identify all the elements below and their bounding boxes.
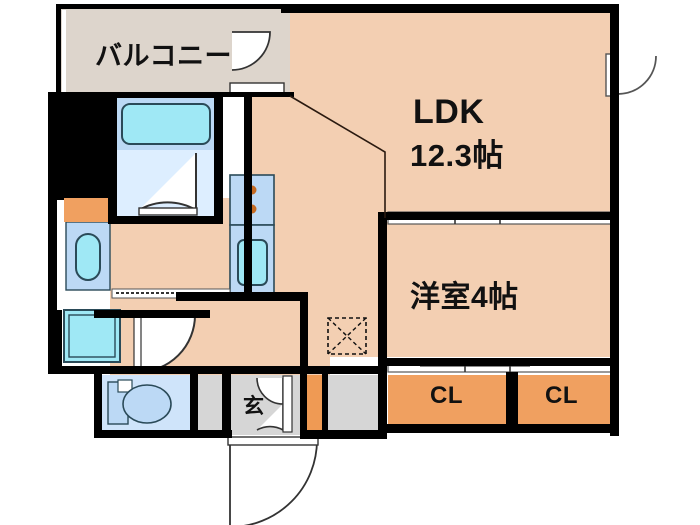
bedroom-floor — [385, 222, 615, 357]
balcony-door-swing[interactable] — [231, 31, 271, 71]
closet-left-label: CL — [430, 382, 463, 409]
balcony-label: バルコニー — [95, 41, 232, 71]
bathroom-door-panel[interactable] — [138, 207, 198, 216]
overhead-storage-icon — [327, 317, 367, 355]
toilet-bowl — [122, 384, 172, 424]
genkan-hall — [325, 375, 380, 433]
walls — [48, 4, 619, 439]
closet-right-label: CL — [545, 382, 578, 409]
entrance-closet — [305, 375, 325, 433]
closet-left-fill — [388, 375, 508, 427]
overhead-storage-diag-1 — [327, 317, 367, 355]
pipe-shaft — [52, 96, 114, 200]
washbasin-bowl — [75, 233, 101, 281]
bedroom-label: 洋室4帖 — [410, 281, 519, 314]
closet-right-fill — [518, 375, 610, 427]
ldk-side-door-swing[interactable] — [617, 55, 657, 95]
genkan-inner-door-upper[interactable] — [256, 377, 284, 405]
genkan-door-frame — [282, 375, 293, 433]
entrance-door-panel[interactable] — [227, 436, 319, 446]
ldk-label-line1: LDK — [413, 93, 485, 131]
genkan-label: 玄 — [243, 395, 265, 418]
storage-block — [64, 198, 110, 222]
washroom-door-panel[interactable] — [133, 314, 142, 373]
washing-machine-inner — [68, 314, 116, 358]
balcony-rail — [62, 10, 66, 92]
kitchen-sink — [237, 239, 268, 286]
ldk-label-line2: 12.3帖 — [410, 138, 504, 173]
overhead-storage-diag-2 — [327, 317, 367, 355]
balcony-door-panel[interactable] — [229, 82, 285, 94]
bathtub — [121, 103, 211, 145]
entrance-door-swing[interactable] — [229, 439, 318, 525]
toilet-tank-lid — [117, 379, 133, 393]
ldk-boundary-line — [289, 95, 386, 218]
